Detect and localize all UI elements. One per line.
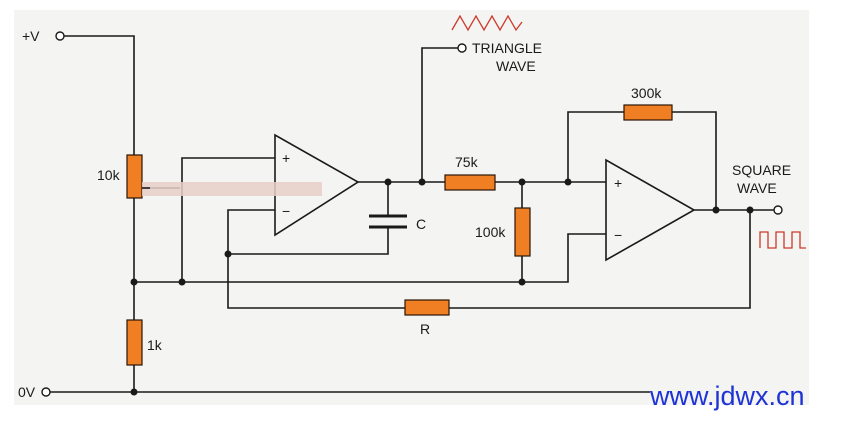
label-pot: 10k bbox=[97, 167, 121, 183]
wire-opamp1-plus bbox=[181, 157, 275, 282]
watermark: www.jdwx.cn bbox=[649, 381, 805, 411]
label-supply-zero: 0V bbox=[18, 384, 36, 400]
junction bbox=[418, 178, 426, 186]
square-wave-sketch-icon bbox=[759, 231, 806, 249]
terminal-triangle bbox=[457, 43, 467, 53]
resistor-r-body bbox=[404, 299, 450, 316]
resistors bbox=[126, 104, 673, 366]
junction bbox=[130, 278, 138, 286]
junction bbox=[518, 178, 526, 186]
label-supply-pos: +V bbox=[22, 28, 40, 44]
opamp2-minus-sign: − bbox=[614, 227, 622, 243]
labels: +V 0V 10k 1k C 75k 100k 300k R TRIANGLE … bbox=[18, 28, 791, 400]
wire-opamp1-minus bbox=[227, 209, 405, 309]
terminal-square bbox=[773, 205, 783, 215]
wire-cap-bottom bbox=[228, 227, 389, 255]
label-square-line1: SQUARE bbox=[732, 162, 791, 178]
junction bbox=[224, 250, 232, 258]
capacitor-c bbox=[369, 214, 407, 229]
junction bbox=[130, 388, 138, 396]
label-r-300k: 300k bbox=[631, 85, 662, 101]
wire-300k-left bbox=[567, 111, 624, 182]
opamp-2: + − bbox=[605, 158, 696, 262]
resistor-100k-body bbox=[514, 207, 531, 257]
opamp1-minus-sign: − bbox=[282, 203, 290, 219]
terminals bbox=[41, 31, 783, 397]
label-r-75k: 75k bbox=[455, 154, 479, 170]
junction bbox=[178, 278, 186, 286]
terminal-zero bbox=[41, 387, 51, 397]
wires bbox=[50, 35, 774, 393]
resistor-1k-body bbox=[126, 319, 143, 366]
junction bbox=[564, 178, 572, 186]
label-triangle-line1: TRIANGLE bbox=[472, 40, 542, 56]
label-cap: C bbox=[416, 216, 426, 232]
wire-feedback-r bbox=[449, 212, 751, 309]
wire-300k-right bbox=[672, 111, 717, 210]
wire-triangle-tap bbox=[421, 47, 458, 182]
label-r-1k: 1k bbox=[147, 337, 163, 353]
label-triangle-line2: WAVE bbox=[496, 58, 536, 74]
resistor-300k-body bbox=[623, 104, 673, 121]
pot-wiper-blur bbox=[142, 182, 322, 196]
resistor-75k-body bbox=[444, 174, 496, 191]
label-r-feedback: R bbox=[420, 321, 430, 337]
opamp1-plus-sign: + bbox=[282, 150, 290, 166]
paper-background bbox=[14, 10, 809, 405]
junction bbox=[384, 178, 392, 186]
triangle-wave-sketch-icon bbox=[451, 14, 523, 32]
wire-opamp2-minus bbox=[522, 233, 606, 283]
label-r-100k: 100k bbox=[475, 224, 506, 240]
pot-10k-body bbox=[126, 154, 143, 199]
junction bbox=[746, 206, 754, 214]
junction-dots bbox=[130, 178, 754, 396]
label-square-line2: WAVE bbox=[737, 180, 777, 196]
opamp2-plus-sign: + bbox=[614, 175, 622, 191]
junction bbox=[712, 206, 720, 214]
junction bbox=[518, 278, 526, 286]
terminal-supply-pos bbox=[55, 31, 65, 41]
wire-supply-pos bbox=[64, 35, 135, 155]
